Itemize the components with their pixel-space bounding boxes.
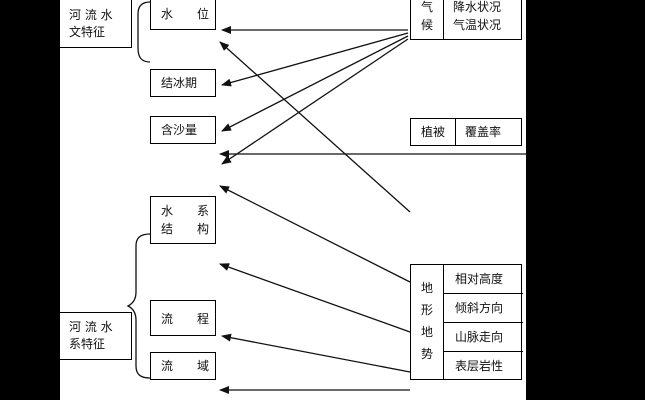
hydrology-label-line2: 文特征 xyxy=(69,25,106,39)
terrain-slope-direction: 倾斜方向 xyxy=(455,301,504,315)
hydrology-label-line1: 河 流 水 xyxy=(69,8,113,22)
water-system-label-line1: 河 流 水 xyxy=(69,320,113,334)
sediment-node: 含沙量 xyxy=(150,116,216,144)
diagram-canvas: 河 流 水 文特征 河 流 水 系特征 水 位 结冰期 含沙量 水 系 结 构 … xyxy=(60,0,526,400)
basin-node: 流 域 xyxy=(150,352,216,380)
arrow-long-diagonal xyxy=(219,41,411,213)
water-system-label-line2: 系特征 xyxy=(69,337,106,351)
course-length-node: 流 程 xyxy=(150,300,216,336)
terrain-box: 地 形 地 势 相对高度 倾斜方向 山脉走向 表层岩性 xyxy=(410,264,523,380)
vegetation-box: 植被 覆盖率 xyxy=(410,118,522,146)
climate-box: 气 候 降水状况 气温状况 xyxy=(410,0,522,40)
terrain-mountain-trend: 山脉走向 xyxy=(455,330,504,344)
water-level-node: 水 位 xyxy=(150,0,216,30)
vegetation-head: 植被 xyxy=(421,125,446,139)
connector-layer xyxy=(126,1,526,394)
water-system-features-box: 河 流 水 系特征 xyxy=(60,312,132,360)
brace-water-system xyxy=(126,233,151,379)
arrow-terrain-to-structure xyxy=(219,185,411,283)
terrain-head-4: 势 xyxy=(420,347,433,361)
vegetation-coverage: 覆盖率 xyxy=(465,125,502,139)
network-structure-node: 水 系 结 构 xyxy=(150,196,216,244)
terrain-head-1: 地 xyxy=(420,281,433,295)
freeze-period-node: 结冰期 xyxy=(150,69,216,97)
arrow-terrain-to-course xyxy=(219,263,411,333)
climate-precipitation: 降水状况 xyxy=(453,0,502,14)
climate-head-1: 气 xyxy=(421,0,434,14)
brace-hydrology xyxy=(137,1,151,63)
terrain-head-3: 地 xyxy=(420,325,433,339)
arrow-climate-to-freeze xyxy=(221,32,409,87)
climate-head-2: 候 xyxy=(421,18,434,32)
arrow-terrain-to-basin xyxy=(221,333,411,373)
terrain-lithology: 表层岩性 xyxy=(455,359,504,373)
terrain-head-2: 形 xyxy=(420,303,433,317)
terrain-relative-height: 相对高度 xyxy=(455,272,504,286)
arrow-climate-to-sediment xyxy=(221,35,409,132)
hydrology-features-box: 河 流 水 文特征 xyxy=(60,0,132,48)
arrow-climate-to-sediment-row xyxy=(221,38,409,165)
climate-temperature: 气温状况 xyxy=(453,18,502,32)
